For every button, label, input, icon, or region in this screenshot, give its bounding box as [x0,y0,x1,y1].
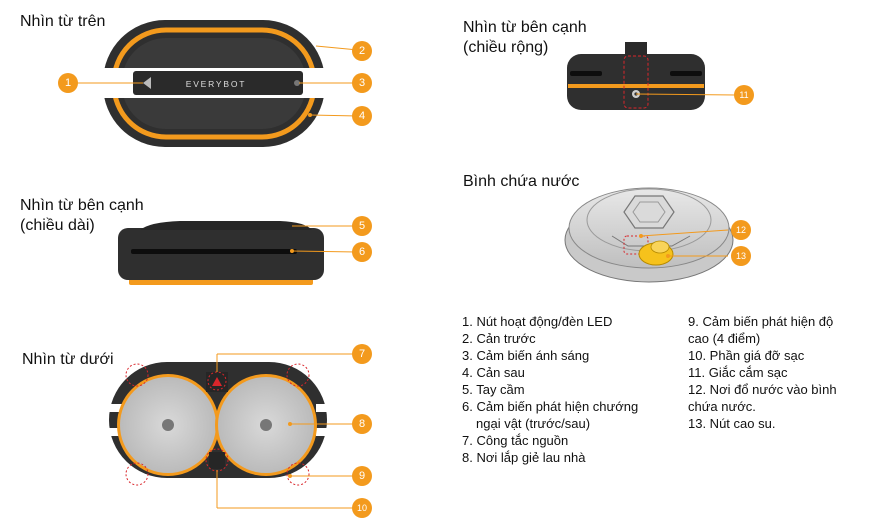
water-tank [564,187,734,283]
badge-4: 4 [352,106,372,126]
title-side-width: Nhìn từ bên cạnh (chiều rộng) [463,19,587,56]
svg-text:12: 12 [736,225,746,235]
legend-item: 1. Nút hoạt động/đèn LED [462,314,613,329]
legend-item: 12. Nơi đổ nước vào bình [688,382,837,397]
light-sensor [294,80,300,86]
badge-10: 10 [352,498,372,518]
badge-12: 12 [731,220,751,240]
svg-text:5: 5 [359,220,365,232]
svg-text:6: 6 [359,246,365,258]
legend-item: 9. Cảm biến phát hiện độ [688,314,834,329]
cliff-sensor-1 [125,363,149,387]
svg-text:1: 1 [65,77,71,89]
cliff-sensor-2 [286,363,310,387]
side-width-robot [567,42,737,110]
badge-13: 13 [731,246,751,266]
charging-contacts [209,452,225,469]
side-handle [140,221,312,230]
mop-hub-right [260,419,272,431]
width-handle [625,42,647,56]
legend-item: 2. Cản trước [462,331,536,346]
brand-label: EVERYBOT [186,79,247,89]
legend-right: 9. Cảm biến phát hiện độ cao (4 điểm) 10… [688,313,837,432]
svg-text:3: 3 [359,77,365,89]
svg-text:11: 11 [739,90,748,100]
badge-11: 11 [734,85,754,105]
top-handle [133,71,303,95]
badge-2: 2 [352,41,372,61]
legend-item: 13. Nút cao su. [688,416,776,431]
tank-hex-cap [623,195,675,229]
svg-text:7: 7 [359,348,365,360]
mop-hub-left [162,419,174,431]
svg-text:4: 4 [359,110,365,122]
width-body [567,54,705,110]
title-water-tank: Bình chứa nước [463,173,580,190]
svg-text:2: 2 [359,45,365,57]
legend-item: 7. Công tắc nguồn [462,433,569,448]
top-view-robot: EVERYBOT [77,20,359,147]
obstacle-sensor-slit [131,249,297,254]
legend-item: 4. Cản sau [462,365,525,380]
power-switch [212,377,222,386]
svg-text:10: 10 [357,503,367,513]
legend-item: 11. Giắc cắm sạc [688,365,788,380]
legend-item: 6. Cảm biến phát hiện chướng [462,399,639,414]
badge-9: 9 [352,466,372,486]
led-button-icon [143,77,151,89]
cliff-sensor-4 [286,462,310,486]
legend-item: 3. Cảm biến ánh sáng [462,348,590,363]
legend-item: 10. Phần giá đỡ sạc [688,348,805,363]
width-orange-band [568,84,704,88]
cliff-sensor-3 [125,462,149,486]
svg-text:9: 9 [359,470,365,482]
legend-item: cao (4 điểm) [688,331,761,346]
svg-text:13: 13 [736,251,746,261]
legend-item: chứa nước. [688,399,756,414]
legend-item: 8. Nơi lắp giẻ lau nhà [462,450,586,465]
legend-left: 1. Nút hoạt động/đèn LED 2. Cản trước 3.… [462,313,638,466]
title-bottom-view: Nhìn từ dưới [22,351,114,368]
title-side-length: Nhìn từ bên cạnh (chiều dài) [20,197,144,234]
badge-7: 7 [352,344,372,364]
side-length-robot [118,221,358,285]
badge-1: 1 [58,73,78,93]
title-top-view: Nhìn từ trên [20,13,106,30]
legend-item: 5. Tay cầm [462,382,525,397]
badge-8: 8 [352,414,372,434]
badge-6: 6 [352,242,372,262]
badge-5: 5 [352,216,372,236]
bottom-view-robot [106,353,357,509]
badge-3: 3 [352,73,372,93]
legend-item: ngại vật (trước/sau) [476,416,591,431]
svg-text:8: 8 [359,418,365,430]
